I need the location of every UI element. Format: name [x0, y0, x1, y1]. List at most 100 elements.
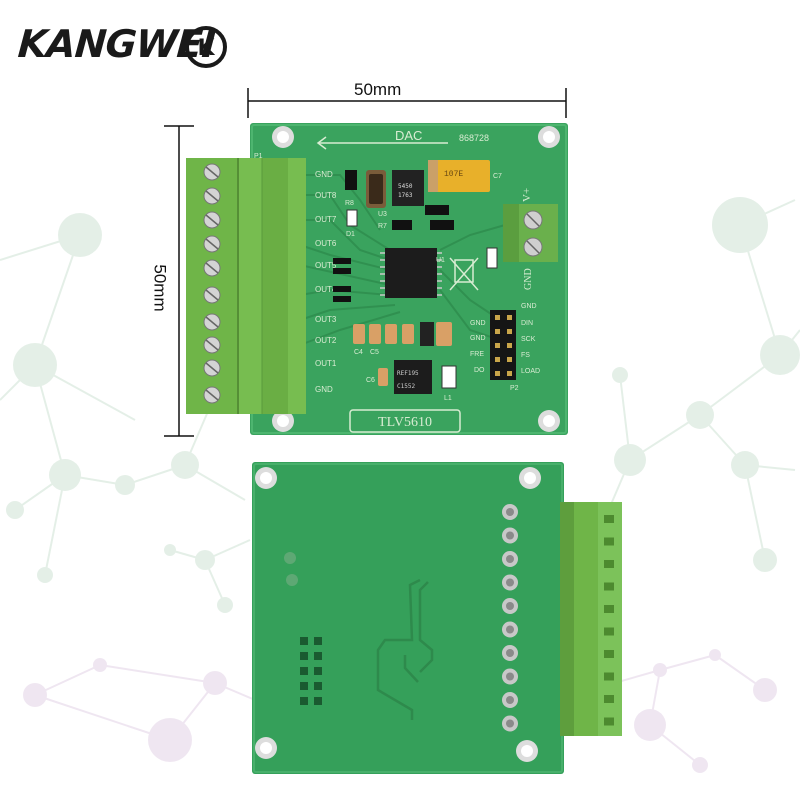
height-dimension-label: 50mm [150, 264, 170, 312]
pcb-back-board [252, 462, 622, 774]
solder-pad [502, 551, 518, 567]
terminal-screws [203, 163, 221, 404]
label-reg: 5450 [398, 183, 413, 190]
header-label: FS [521, 352, 530, 359]
header-pads [300, 637, 322, 705]
label-l1: L1 [444, 395, 452, 402]
resistor [345, 170, 357, 190]
dac-chip [385, 248, 437, 298]
terminal-slot [604, 695, 614, 703]
solder-pads [502, 504, 518, 732]
power-terminal-block [503, 204, 558, 262]
terminal-slot [604, 672, 614, 681]
terminal-screw [203, 163, 221, 181]
terminal-label: OUT7 [315, 215, 337, 224]
terminal-labels: GND OUT8 OUT7 OUT6 OUT5 OUT4 OUT3 OUT2 O… [315, 170, 337, 394]
label-c4: C4 [354, 349, 363, 356]
solder-pad [502, 621, 518, 638]
back-terminal-slots [604, 515, 614, 726]
terminal-screw [203, 286, 221, 304]
terminal-screw [203, 313, 221, 331]
terminal-screw [203, 336, 221, 354]
label-p2: P2 [510, 385, 519, 392]
inductor [441, 365, 457, 389]
diode [346, 209, 358, 227]
reference-chip [394, 360, 432, 394]
power-label-vplus: V+ [521, 188, 533, 202]
label-r7: R7 [378, 223, 387, 230]
solder-pad [502, 527, 518, 544]
terminal-slot [604, 605, 614, 613]
terminal-label: OUT8 [315, 191, 337, 200]
output-terminal-block [186, 158, 306, 414]
label-reg2: 1763 [398, 192, 413, 199]
header-label: LOAD [521, 368, 540, 375]
mounting-hole [272, 126, 560, 432]
label-u3: U3 [378, 211, 387, 218]
terminal-label: GND [315, 170, 333, 179]
terminal-label: OUT1 [315, 359, 337, 368]
header-label: SCK [521, 336, 536, 343]
terminal-label: OUT3 [315, 315, 337, 324]
header-left-label: FRE [470, 351, 484, 358]
mounting-hole [255, 467, 541, 762]
header-label: GND [521, 303, 537, 310]
weee-icon [449, 257, 479, 291]
header-label: DIN [521, 320, 533, 327]
width-dimension-line [247, 88, 567, 118]
brand-mark-letter: K [197, 36, 215, 61]
terminal-screw [203, 235, 221, 253]
terminal-label: OUT4 [315, 285, 337, 294]
header-left-label: DO [474, 367, 485, 374]
label-ref: REF195 [397, 370, 419, 377]
terminal-slot [604, 627, 614, 636]
solder-pad [502, 645, 518, 661]
terminal-screw [203, 386, 221, 404]
terminal-screw [203, 259, 221, 277]
label-dac: DAC [395, 128, 422, 143]
label-d1: D1 [346, 231, 355, 238]
terminal-slot [604, 650, 614, 658]
solder-pad [502, 574, 518, 591]
regulator-chip [392, 170, 424, 206]
solder-pad [502, 715, 518, 732]
solder-pad [502, 504, 518, 520]
header-labels: GND DIN SCK FS LOAD GND GND FRE DO P2 [470, 303, 540, 392]
power-label-gnd: GND [523, 268, 534, 290]
diode [486, 247, 498, 269]
capacitor-row [353, 322, 452, 346]
solder-pad [502, 692, 518, 708]
solder-pad [502, 598, 518, 614]
header-left-label: GND [470, 335, 486, 342]
label-cap-tant: 107E [444, 170, 463, 179]
terminal-slot [604, 515, 614, 523]
terminal-slot [604, 582, 614, 591]
pcb-front-board: DAC 868728 P1 GND OUT8 OUT7 OUT6 OUT5 OU… [186, 123, 568, 435]
background-network [0, 197, 800, 773]
solder-pad [502, 668, 518, 685]
tantalum-capacitor [428, 160, 490, 192]
pin-header [490, 310, 516, 380]
label-ref2: C1552 [397, 383, 415, 390]
chip-name: TLV5610 [378, 415, 432, 430]
terminal-screw [203, 211, 221, 229]
terminal-label: OUT2 [315, 336, 337, 345]
terminal-screw [203, 187, 221, 205]
width-dimension-label: 50mm [354, 80, 402, 99]
terminal-label: OUT6 [315, 239, 337, 248]
label-c6: C6 [366, 377, 375, 384]
terminal-screw [203, 359, 221, 377]
label-c5: C5 [370, 349, 379, 356]
brand-mark-icon: K [185, 26, 227, 68]
label-c7: C7 [493, 173, 502, 180]
terminal-label: OUT5 [315, 261, 337, 270]
header-left-label: GND [470, 320, 486, 327]
terminal-slot [604, 560, 614, 568]
terminal-slot [604, 717, 614, 726]
label-u1: U1 [436, 257, 445, 264]
label-p1: P1 [254, 153, 263, 160]
label-r8: R8 [345, 200, 354, 207]
height-dimension-line [164, 125, 194, 437]
